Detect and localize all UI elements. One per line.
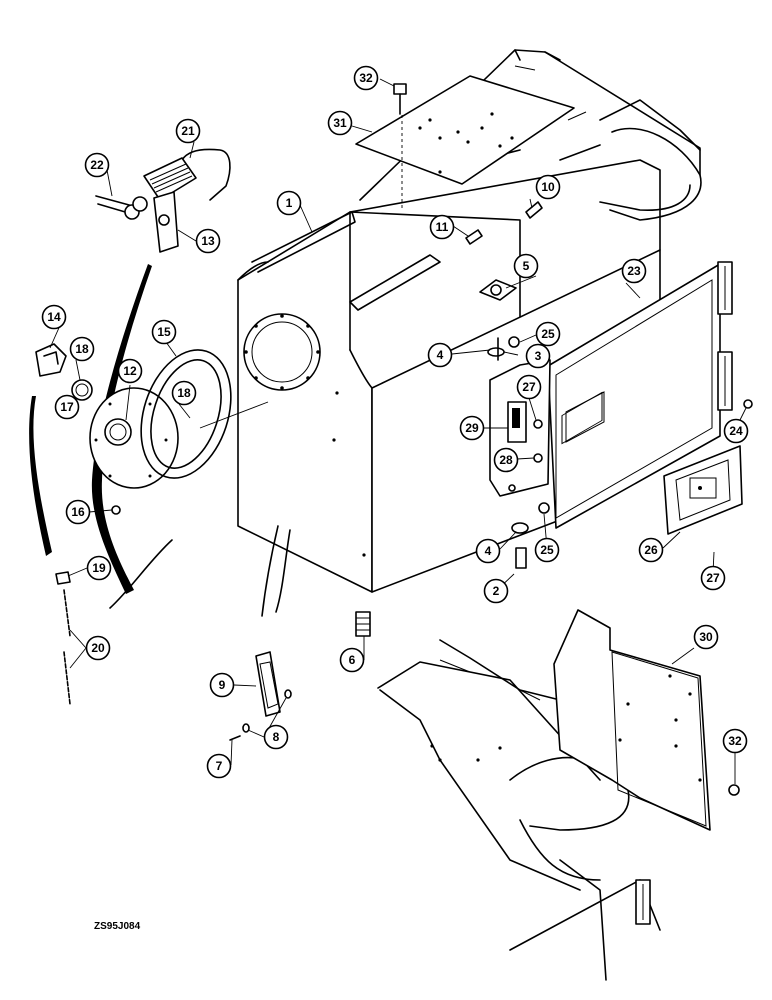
callout-1: 1 xyxy=(276,190,302,216)
svg-text:15: 15 xyxy=(157,325,171,339)
svg-text:18: 18 xyxy=(75,342,89,356)
svg-text:30: 30 xyxy=(699,630,713,644)
callout-19: 19 xyxy=(86,555,112,581)
callouts: 1 2 3 4 4 5 6 7 8 9 10 11 12 13 14 15 16… xyxy=(41,65,749,779)
callout-5: 5 xyxy=(513,253,539,279)
screw-icon-32-top xyxy=(393,83,407,115)
callout-8: 8 xyxy=(263,724,289,750)
gasket-15 xyxy=(140,349,269,479)
latch-26 xyxy=(663,445,743,535)
svg-text:25: 25 xyxy=(541,327,555,341)
screw-16 xyxy=(111,505,121,515)
callout-2: 2 xyxy=(483,578,509,604)
svg-text:31: 31 xyxy=(333,116,347,130)
callout-4-lower: 4 xyxy=(475,538,501,564)
svg-text:3: 3 xyxy=(535,349,542,363)
callout-11: 11 xyxy=(429,214,455,240)
svg-text:28: 28 xyxy=(499,453,513,467)
svg-text:1: 1 xyxy=(286,196,293,210)
svg-text:26: 26 xyxy=(644,543,658,557)
fittings-10-11 xyxy=(465,201,543,245)
callout-25-upper: 25 xyxy=(535,321,561,347)
svg-text:21: 21 xyxy=(181,124,195,138)
callout-18-left: 18 xyxy=(69,336,95,362)
panel-30 xyxy=(553,609,711,831)
svg-text:2: 2 xyxy=(493,584,500,598)
svg-text:18: 18 xyxy=(177,386,191,400)
padlock-assembly xyxy=(95,148,231,253)
callout-6: 6 xyxy=(339,647,365,673)
svg-text:17: 17 xyxy=(60,400,74,414)
callout-25-lower: 25 xyxy=(534,537,560,563)
drain-fitting-6 xyxy=(355,611,371,637)
callout-30: 30 xyxy=(693,624,719,650)
svg-text:4: 4 xyxy=(437,348,444,362)
callout-10: 10 xyxy=(535,174,561,200)
svg-text:13: 13 xyxy=(201,234,215,248)
flange-12 xyxy=(89,387,179,489)
chain-20 xyxy=(55,571,71,705)
callout-17: 17 xyxy=(54,394,80,420)
side-cover xyxy=(547,261,753,529)
callout-31: 31 xyxy=(327,110,353,136)
callout-27-upper: 27 xyxy=(516,374,542,400)
svg-text:20: 20 xyxy=(91,641,105,655)
callout-7: 7 xyxy=(206,753,232,779)
lower-frame xyxy=(377,639,661,981)
callout-23: 23 xyxy=(621,258,647,284)
callout-27-lower: 27 xyxy=(700,565,726,591)
svg-text:14: 14 xyxy=(47,310,61,324)
svg-text:8: 8 xyxy=(273,730,280,744)
callout-20: 20 xyxy=(85,635,111,661)
callout-9: 9 xyxy=(209,672,235,698)
svg-text:12: 12 xyxy=(123,364,137,378)
svg-text:23: 23 xyxy=(627,264,641,278)
svg-text:27: 27 xyxy=(522,380,536,394)
svg-text:10: 10 xyxy=(541,180,555,194)
svg-text:4: 4 xyxy=(485,544,492,558)
seat-plate xyxy=(355,75,575,210)
svg-text:25: 25 xyxy=(540,543,554,557)
svg-text:6: 6 xyxy=(349,653,356,667)
callout-32-bottom: 32 xyxy=(722,728,748,754)
cap-14 xyxy=(35,343,67,377)
svg-text:29: 29 xyxy=(465,421,479,435)
svg-text:32: 32 xyxy=(728,734,742,748)
svg-text:19: 19 xyxy=(92,561,106,575)
svg-text:22: 22 xyxy=(90,158,104,172)
hinge-plate-9 xyxy=(229,651,292,741)
svg-text:16: 16 xyxy=(71,505,85,519)
callout-22: 22 xyxy=(84,152,110,178)
svg-text:7: 7 xyxy=(216,759,223,773)
callout-14: 14 xyxy=(41,304,67,330)
hardware-3-4-25 xyxy=(487,336,550,569)
callout-4-upper: 4 xyxy=(427,342,453,368)
callout-3: 3 xyxy=(525,343,551,369)
leader-lines xyxy=(49,78,747,784)
screw-icon-32-bottom xyxy=(728,784,740,796)
svg-text:32: 32 xyxy=(359,71,373,85)
svg-text:24: 24 xyxy=(729,424,743,438)
callout-26: 26 xyxy=(638,537,664,563)
svg-text:27: 27 xyxy=(706,571,720,585)
callout-32-top: 32 xyxy=(353,65,379,91)
callout-13: 13 xyxy=(195,228,221,254)
callout-29: 29 xyxy=(459,415,485,441)
callout-21: 21 xyxy=(175,118,201,144)
svg-text:11: 11 xyxy=(436,220,449,234)
svg-text:9: 9 xyxy=(219,678,226,692)
callout-28: 28 xyxy=(493,447,519,473)
svg-text:5: 5 xyxy=(523,259,530,273)
callout-18-right: 18 xyxy=(171,380,197,406)
figure-id-label: ZS95J084 xyxy=(94,921,141,932)
callout-16: 16 xyxy=(65,499,91,525)
callout-24: 24 xyxy=(723,418,749,444)
callout-15: 15 xyxy=(151,319,177,345)
callout-12: 12 xyxy=(117,358,143,384)
ring-17 xyxy=(71,379,93,401)
